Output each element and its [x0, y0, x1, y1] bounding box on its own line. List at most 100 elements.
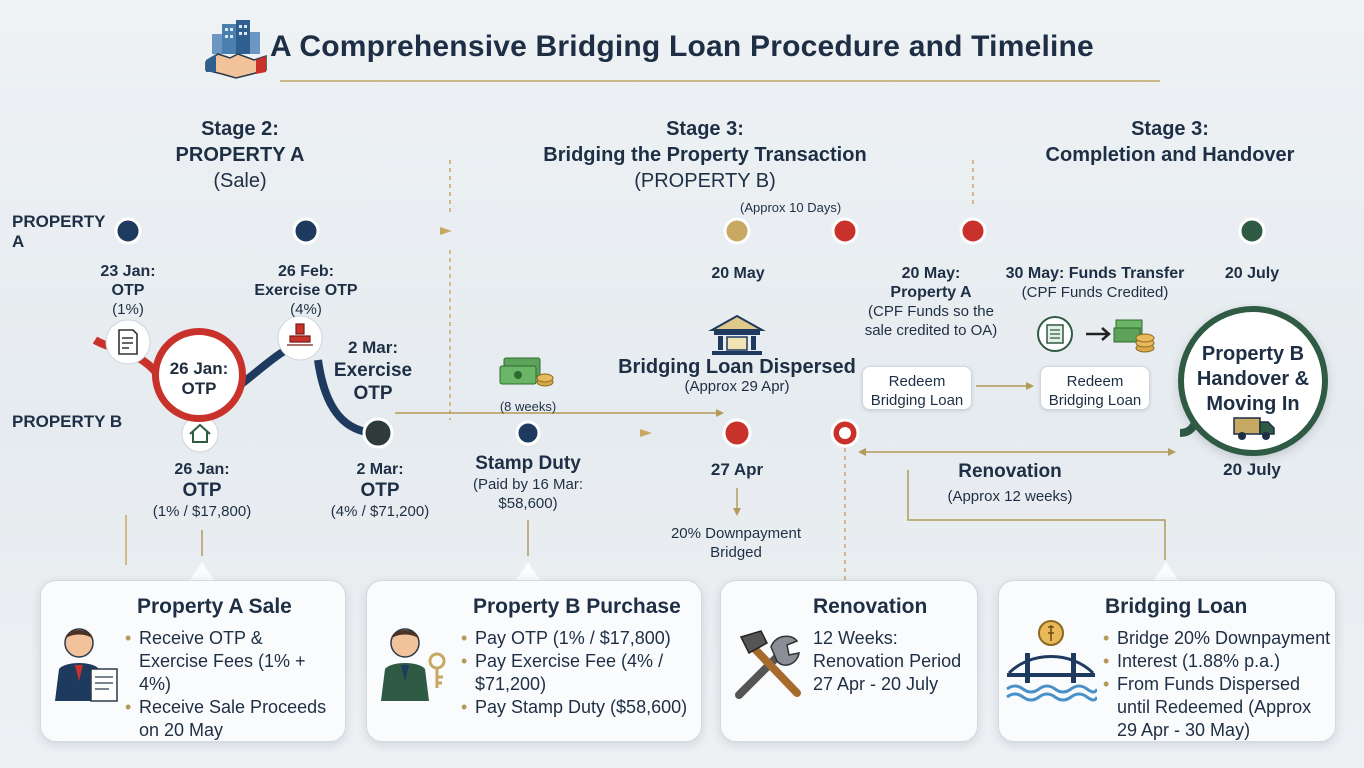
- card-d-title: Bridging Loan: [1105, 595, 1248, 618]
- mar2-ex-title: Exercise: [333, 360, 413, 381]
- node-b-stamp: [515, 420, 541, 446]
- card-d-item: Interest (1.88% p.a.): [1103, 650, 1331, 673]
- node-a-redeem: [959, 217, 987, 245]
- house-icon: [189, 423, 211, 443]
- stage-3b-title: Completion and Handover: [1045, 144, 1295, 166]
- may20-property-a-label: 20 May: Property A (CPF Funds so the sal…: [858, 264, 1004, 340]
- handover-l1: Property B: [1201, 343, 1305, 365]
- may30-label: 30 May: Funds Transfer (CPF Funds Credit…: [1000, 264, 1190, 302]
- handover-l3: Moving In: [1206, 393, 1300, 415]
- redeem-bridging-loan-1: Redeem Bridging Loan: [862, 366, 972, 410]
- row-label-property-b: PROPERTY B: [12, 412, 123, 431]
- stamp-title: Stamp Duty: [475, 453, 581, 474]
- redeem1-l1: Redeem: [888, 373, 946, 390]
- redeem1-l2: Bridging Loan: [870, 392, 964, 409]
- card-b-item: Pay OTP (1% / $17,800): [461, 627, 697, 650]
- card-property-a-sale: Property A Sale Receive OTP & Exercise F…: [40, 580, 346, 742]
- row-label-property-a: PROPERTY A: [12, 212, 106, 252]
- buyer-keys-icon: [381, 628, 446, 701]
- card-a-item: Receive OTP & Exercise Fees (1% + 4%): [125, 627, 335, 696]
- stamp-icon: [287, 323, 313, 346]
- row-label-a-line2: A: [12, 232, 25, 251]
- jan23-otp-label: 23 Jan: OTP (1%): [78, 262, 178, 319]
- redeem2-l1: Redeem: [1066, 373, 1124, 390]
- mar2-amount: (4% / $71,200): [330, 503, 430, 520]
- card-d-list: Bridge 20% Downpayment Interest (1.88% p…: [1103, 627, 1331, 742]
- approx-10-days: (Approx 10 Days): [740, 200, 842, 215]
- stage-3b-label: Stage 3:: [1131, 118, 1209, 140]
- dispersed-date: (Approx 29 Apr): [684, 378, 790, 395]
- redeem-bridging-loan-2: Redeem Bridging Loan: [1040, 366, 1150, 410]
- mar2-date: 2 Mar:: [356, 461, 404, 478]
- card-c-dates: 27 Apr - 20 July: [813, 674, 939, 694]
- card-b-item: Pay Exercise Fee (4% / $71,200): [461, 650, 697, 696]
- node-a-jan23: [114, 217, 142, 245]
- may20b-property: Property A: [890, 284, 972, 301]
- title-underline: [280, 80, 1160, 82]
- stage-2-header: Stage 2: PROPERTY A (Sale): [140, 116, 340, 194]
- jan26-otp-circle: 26 Jan: OTP: [152, 328, 246, 422]
- contract-icon: [118, 329, 138, 355]
- node-a-jul20: [1238, 217, 1266, 245]
- bridge-coin-icon: [1006, 620, 1097, 702]
- cpf-certificate-icon: [1037, 316, 1073, 352]
- card-c-weeks: 12 Weeks:: [813, 628, 898, 648]
- may30-title: 30 May: Funds Transfer: [1005, 265, 1185, 282]
- stage-3a-label: Stage 3:: [666, 118, 744, 140]
- renov-title: Renovation: [958, 461, 1062, 482]
- stage-2-title: PROPERTY A: [175, 144, 305, 166]
- stage-2-label: Stage 2:: [201, 118, 279, 140]
- bridging-connector: [907, 470, 1166, 560]
- renovation-label: Renovation (Approx 12 weeks): [940, 460, 1080, 506]
- stage-2-sub: (Sale): [213, 170, 267, 192]
- stamp-due: (Paid by 16 Mar:: [472, 476, 584, 493]
- stage-3a-title: Bridging the Property Transaction: [543, 144, 867, 166]
- jan26c-date: 26 Jan:: [169, 359, 229, 378]
- mar2-ex-otp: OTP: [353, 383, 393, 404]
- feb26-pct: (4%): [290, 301, 322, 318]
- card-d-pointer: [1154, 562, 1178, 580]
- card-c-period: Renovation Period: [813, 651, 962, 671]
- node-b-mar2: [362, 417, 394, 449]
- row-label-a-line1: PROPERTY: [12, 212, 106, 231]
- businessman-document-icon: [55, 628, 118, 702]
- feb26-date: 26 Feb:: [277, 263, 334, 280]
- stamp-duty-label: Stamp Duty (Paid by 16 Mar: $58,600): [458, 452, 598, 513]
- handshake-buildings-icon: [205, 20, 267, 79]
- card-a-title: Property A Sale: [137, 595, 292, 618]
- card-b-title: Property B Purchase: [473, 595, 681, 618]
- card-b-pointer: [516, 562, 540, 580]
- dispersed-title: Bridging Loan Dispersed: [618, 356, 856, 378]
- may20-date: 20 May: [711, 265, 765, 282]
- tools-icon: [735, 630, 801, 699]
- mar2-exercise-label: 2 Mar: Exercise OTP: [330, 336, 416, 405]
- page-title: A Comprehensive Bridging Loan Procedure …: [270, 30, 1094, 63]
- mar2-otp: OTP: [360, 480, 400, 501]
- may20b-credit: sale credited to OA): [864, 322, 998, 339]
- feb26-exercise: Exercise OTP: [254, 282, 358, 299]
- bridging-loan-dispersed: Bridging Loan Dispersed (Approx 29 Apr): [612, 356, 862, 396]
- jan26-amount: (1% / $17,800): [152, 503, 252, 520]
- money-coins-icon: [1113, 319, 1155, 353]
- card-d-item: Bridge 20% Downpayment: [1103, 627, 1331, 650]
- arrow-a-1: [440, 227, 452, 235]
- downpayment-bridged-label: 20% Downpayment Bridged: [656, 524, 816, 562]
- mar2-otp-label: 2 Mar: OTP (4% / $71,200): [318, 460, 442, 521]
- card-a-pointer: [190, 562, 214, 580]
- card-a-list: Receive OTP & Exercise Fees (1% + 4%) Re…: [125, 627, 335, 742]
- node-a-feb26: [292, 217, 320, 245]
- node-a-may20: [723, 217, 751, 245]
- transfer-arrow-icon: [1086, 327, 1111, 341]
- node-a-may30: [831, 217, 859, 245]
- stage-3a-header: Stage 3: Bridging the Property Transacti…: [500, 116, 910, 194]
- may30-sub: (CPF Funds Credited): [1021, 284, 1169, 301]
- feb26-label: 26 Feb: Exercise OTP (4%): [236, 262, 376, 319]
- bank-icon: [708, 314, 766, 355]
- card-a-item: Receive Sale Proceeds on 20 May: [125, 696, 335, 742]
- jan26-date: 26 Jan:: [174, 461, 230, 478]
- money-icon: [499, 357, 554, 387]
- jan26c-otp: OTP: [181, 379, 217, 398]
- card-b-list: Pay OTP (1% / $17,800) Pay Exercise Fee …: [461, 627, 697, 719]
- apr27-date: 27 Apr: [710, 460, 764, 479]
- handover-circle: Property B Handover & Moving In: [1178, 306, 1328, 456]
